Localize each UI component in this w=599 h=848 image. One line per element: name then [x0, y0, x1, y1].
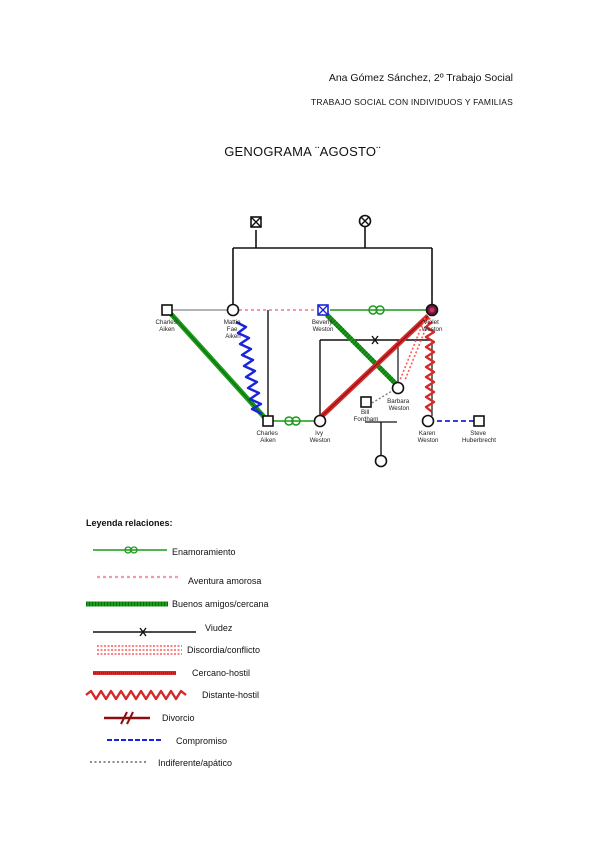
charles-jr-symbol: [262, 415, 274, 427]
love-ring-4: [291, 416, 301, 426]
genogram-title: GENOGRAMA ¨AGOSTO¨: [224, 144, 381, 159]
barbara-symbol: [391, 381, 405, 395]
legend-sample-distante-hostil: [85, 689, 187, 701]
beverly-barbara-friends-hatch: [325, 313, 398, 386]
legend-label-buenos-amigos: Buenos amigos/cercana: [172, 599, 269, 609]
legend-sample-enamoramiento: [93, 546, 167, 554]
beverly-symbol: [317, 304, 329, 316]
love-ring-1: [368, 305, 378, 315]
violet-ivy-closehostile-inner: [321, 315, 429, 417]
legend-label-indiferente: Indiferente/apático: [158, 758, 233, 768]
charles-sr-symbol: [161, 304, 173, 316]
legend-label-enamoramiento: Enamoramiento: [172, 547, 236, 557]
course-line: TRABAJO SOCIAL CON INDIVIDUOS Y FAMILIAS: [311, 97, 513, 107]
ivy-symbol: [313, 414, 327, 428]
legend-label-divorcio: Divorcio: [162, 713, 195, 723]
label-steve: Steve Huberbrecht: [462, 430, 496, 444]
author-line: Ana Gómez Sánchez, 2º Trabajo Social: [328, 72, 513, 84]
label-barbara: Barbara Weston: [387, 398, 411, 412]
violet-symbol: [425, 303, 439, 317]
violet-barbara-conflict-b: [404, 317, 431, 381]
legend-label-aventura: Aventura amorosa: [188, 576, 262, 586]
label-ivy: Ivy Weston: [310, 430, 331, 444]
grandmother-symbol: [358, 214, 372, 228]
legend-label-compromiso: Compromiso: [176, 736, 228, 746]
jean-symbol: [374, 454, 388, 468]
widowhood-mark-b: [371, 335, 379, 345]
legend-label-viudez: Viudez: [205, 623, 233, 633]
legend-label-distante-hostil: Distante-hostil: [202, 690, 260, 700]
legend-label-cercano-hostil: Cercano-hostil: [192, 668, 251, 678]
legend-title: Leyenda relaciones:: [86, 518, 173, 528]
love-ring-2: [375, 305, 385, 315]
legend-sample-divorcio: [104, 711, 150, 725]
violet-karen-zigzag-line: [424, 321, 436, 413]
label-bill: Bill Fordham: [354, 409, 379, 423]
label-mattie: Mattie Fae Aiken: [224, 319, 243, 340]
bill-symbol: [360, 396, 372, 408]
violet-barbara-conflict-a: [399, 317, 426, 381]
legend-label-discordia: Discordia/conflicto: [187, 645, 261, 655]
karen-symbol: [421, 414, 435, 428]
mattie-symbol: [226, 303, 240, 317]
grandfather-symbol: [250, 216, 262, 228]
charles-close-line-inner: [170, 313, 266, 419]
mattie-charles-jr-zigzag-line: [235, 320, 263, 416]
label-charles-jr: Charles Aiken: [256, 430, 279, 444]
label-violet: Violet Weston: [422, 319, 443, 333]
legend-sample-viudez: [93, 627, 196, 637]
legend-sample-discordia: [97, 645, 182, 655]
label-beverly: Beverly Weston: [312, 319, 334, 333]
love-ring-3: [284, 416, 294, 426]
label-charles-sr: Charles Aiken: [155, 319, 178, 333]
steve-symbol: [473, 415, 485, 427]
label-karen: Karen Weston: [418, 430, 439, 444]
